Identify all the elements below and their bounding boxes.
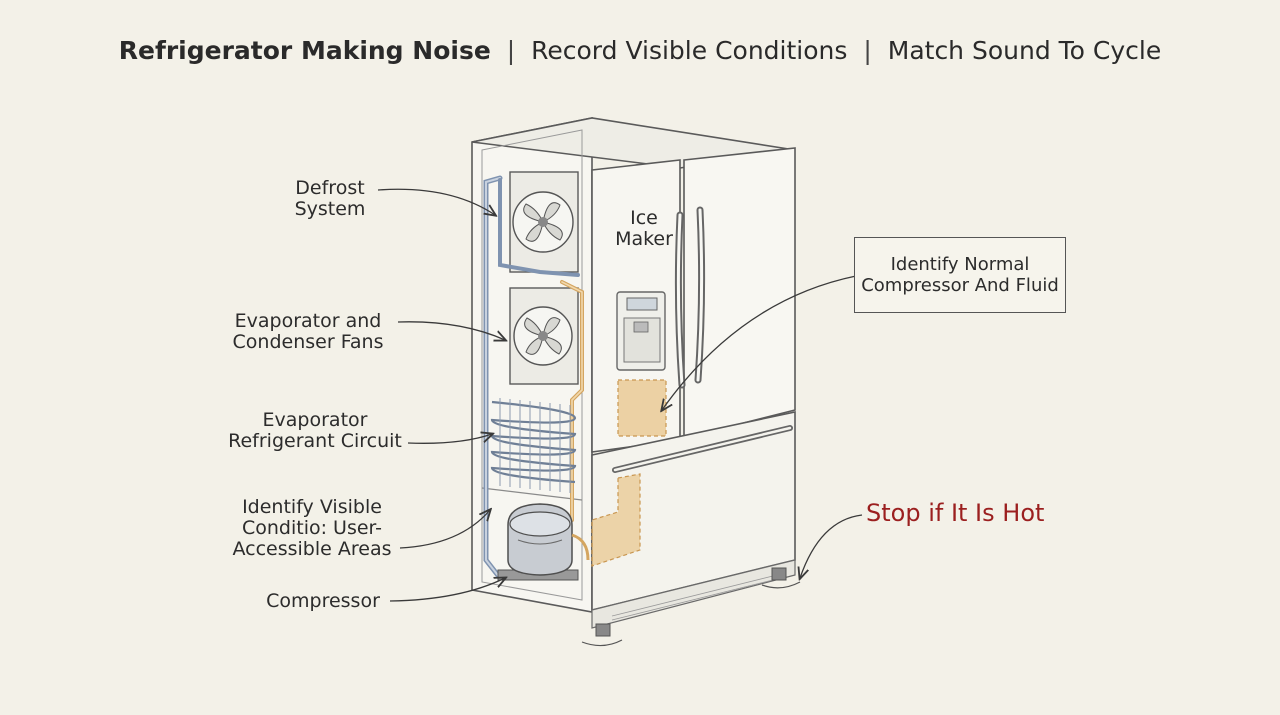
label-visible-line2: Conditio: User- <box>241 517 382 539</box>
label-identify-visible-conditions: Identify Visible Conditio: User- Accessi… <box>224 497 400 560</box>
title-separator-1: | <box>506 36 516 65</box>
label-circuit-line1: Evaporator <box>262 409 368 431</box>
title-part-3: Match Sound To Cycle <box>887 36 1162 65</box>
label-compressor: Compressor <box>256 591 390 612</box>
callout-box-normal-compressor: Identify Normal Compressor And Fluid <box>854 237 1066 313</box>
ice-dispenser-icon <box>616 291 666 371</box>
label-defrost-line1: Defrost <box>295 177 365 199</box>
callout-arrows <box>377 188 863 602</box>
fan-icon <box>509 171 579 273</box>
label-ice-line2: Maker <box>615 228 673 250</box>
label-defrost-system: Defrost System <box>280 178 380 220</box>
compressor-zone-highlight <box>591 379 667 567</box>
callout-box-line2: Compressor And Fluid <box>861 275 1059 296</box>
title-part-2: Record Visible Conditions <box>531 36 848 65</box>
label-fans-line1: Evaporator and <box>234 310 382 332</box>
label-fans-line2: Condenser Fans <box>232 331 384 353</box>
label-circuit-line2: Refrigerant Circuit <box>228 430 402 452</box>
fan-icon <box>509 287 579 385</box>
compressor-icon <box>497 503 590 581</box>
label-evaporator-condenser-fans: Evaporator and Condenser Fans <box>220 311 396 353</box>
label-defrost-line2: System <box>294 198 366 220</box>
label-visible-line3: Accessible Areas <box>232 538 392 560</box>
label-ice-line1: Ice <box>630 207 658 229</box>
page-title: Refrigerator Making Noise | Record Visib… <box>0 36 1280 65</box>
label-ice-maker: Ice Maker <box>608 208 680 250</box>
title-main: Refrigerator Making Noise <box>118 36 491 65</box>
label-compressor-text: Compressor <box>266 590 380 612</box>
label-visible-line1: Identify Visible <box>242 496 382 518</box>
callout-box-line1: Identify Normal <box>890 254 1030 275</box>
refrigerant-lines <box>483 175 584 581</box>
warning-stop-if-hot: Stop if It Is Hot <box>866 499 1045 527</box>
evaporator-coil <box>490 398 577 493</box>
title-separator-2: | <box>863 36 872 65</box>
label-evaporator-refrigerant-circuit: Evaporator Refrigerant Circuit <box>224 410 406 452</box>
